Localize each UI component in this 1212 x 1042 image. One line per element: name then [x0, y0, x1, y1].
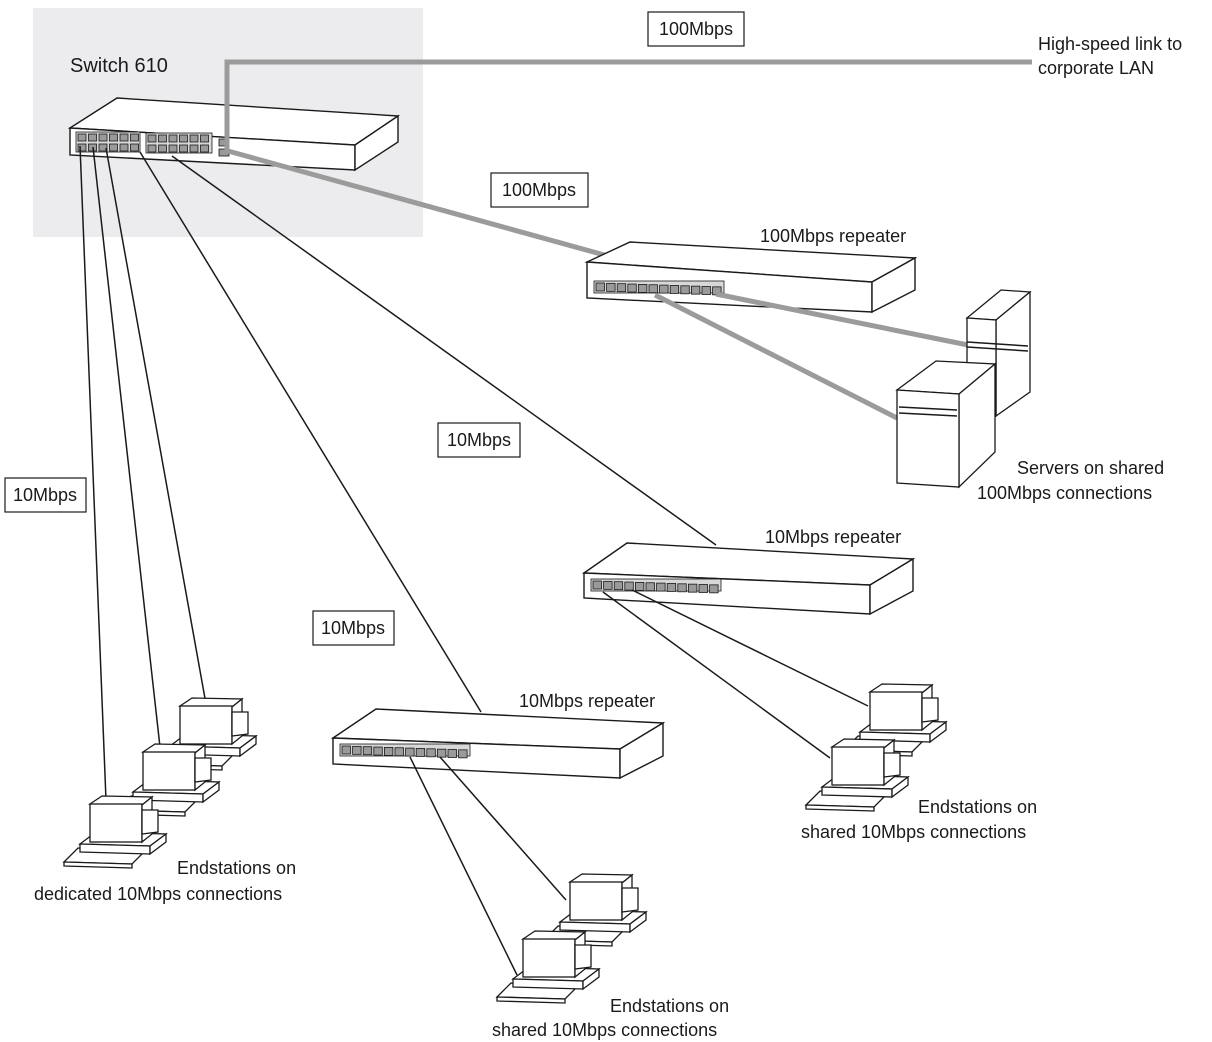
computer — [542, 873, 648, 947]
uplink-cable — [224, 59, 1032, 152]
cable-to-center-repeater — [139, 151, 482, 713]
speed-box-center-repeater: 10Mbps — [312, 610, 395, 646]
repeater-10-right-label: 10Mbps repeater — [765, 527, 901, 547]
center-endstation-cables — [409, 756, 567, 976]
speed-box-uplink: 100Mbps — [647, 11, 745, 47]
uplink-label-line1: High-speed link to — [1038, 34, 1182, 54]
repeater-10-center-label: 10Mbps repeater — [519, 691, 655, 711]
endstations-center-line2: shared 10Mbps connections — [492, 1020, 717, 1040]
speed-box-dedicated: 10Mbps — [4, 477, 87, 513]
svg-text:100Mbps: 100Mbps — [659, 19, 733, 39]
endstations-center-line1: Endstations on — [610, 996, 729, 1016]
endstations-dedicated-line1: Endstations on — [177, 858, 296, 878]
endstations-dedicated-line2: dedicated 10Mbps connections — [34, 884, 282, 904]
uplink-label-line2: corporate LAN — [1038, 58, 1154, 78]
servers-label-line1: Servers on shared — [1017, 458, 1164, 478]
cable-to-right-repeater — [171, 155, 717, 546]
servers-label-line2: 100Mbps connections — [977, 483, 1152, 503]
endstations-right-line2: shared 10Mbps connections — [801, 822, 1026, 842]
repeater-10mbps-center — [330, 708, 666, 780]
svg-text:100Mbps: 100Mbps — [502, 180, 576, 200]
svg-text:10Mbps: 10Mbps — [13, 485, 77, 505]
svg-text:10Mbps: 10Mbps — [321, 618, 385, 638]
speed-box-repeater-link: 100Mbps — [490, 172, 589, 208]
cable-to-100-repeater — [227, 148, 609, 259]
dedicated-cables — [79, 145, 207, 801]
computer — [495, 930, 601, 1004]
switch-ports — [75, 131, 230, 157]
computer — [62, 795, 168, 869]
svg-text:10Mbps: 10Mbps — [447, 430, 511, 450]
endstation-computers — [62, 683, 948, 1004]
server-front — [895, 360, 997, 489]
switch-label: Switch 610 — [70, 55, 168, 77]
repeater-100-label: 100Mbps repeater — [760, 226, 906, 246]
server-cable-1 — [715, 291, 969, 348]
server-cable-2 — [653, 292, 899, 421]
computer — [804, 738, 910, 812]
switch-device — [67, 97, 401, 172]
speed-box-right-repeater: 10Mbps — [437, 422, 521, 458]
right-endstation-cables — [602, 589, 869, 759]
endstations-right-line1: Endstations on — [918, 797, 1037, 817]
repeater-10mbps-right — [581, 542, 916, 616]
repeater-100mbps — [584, 241, 918, 314]
